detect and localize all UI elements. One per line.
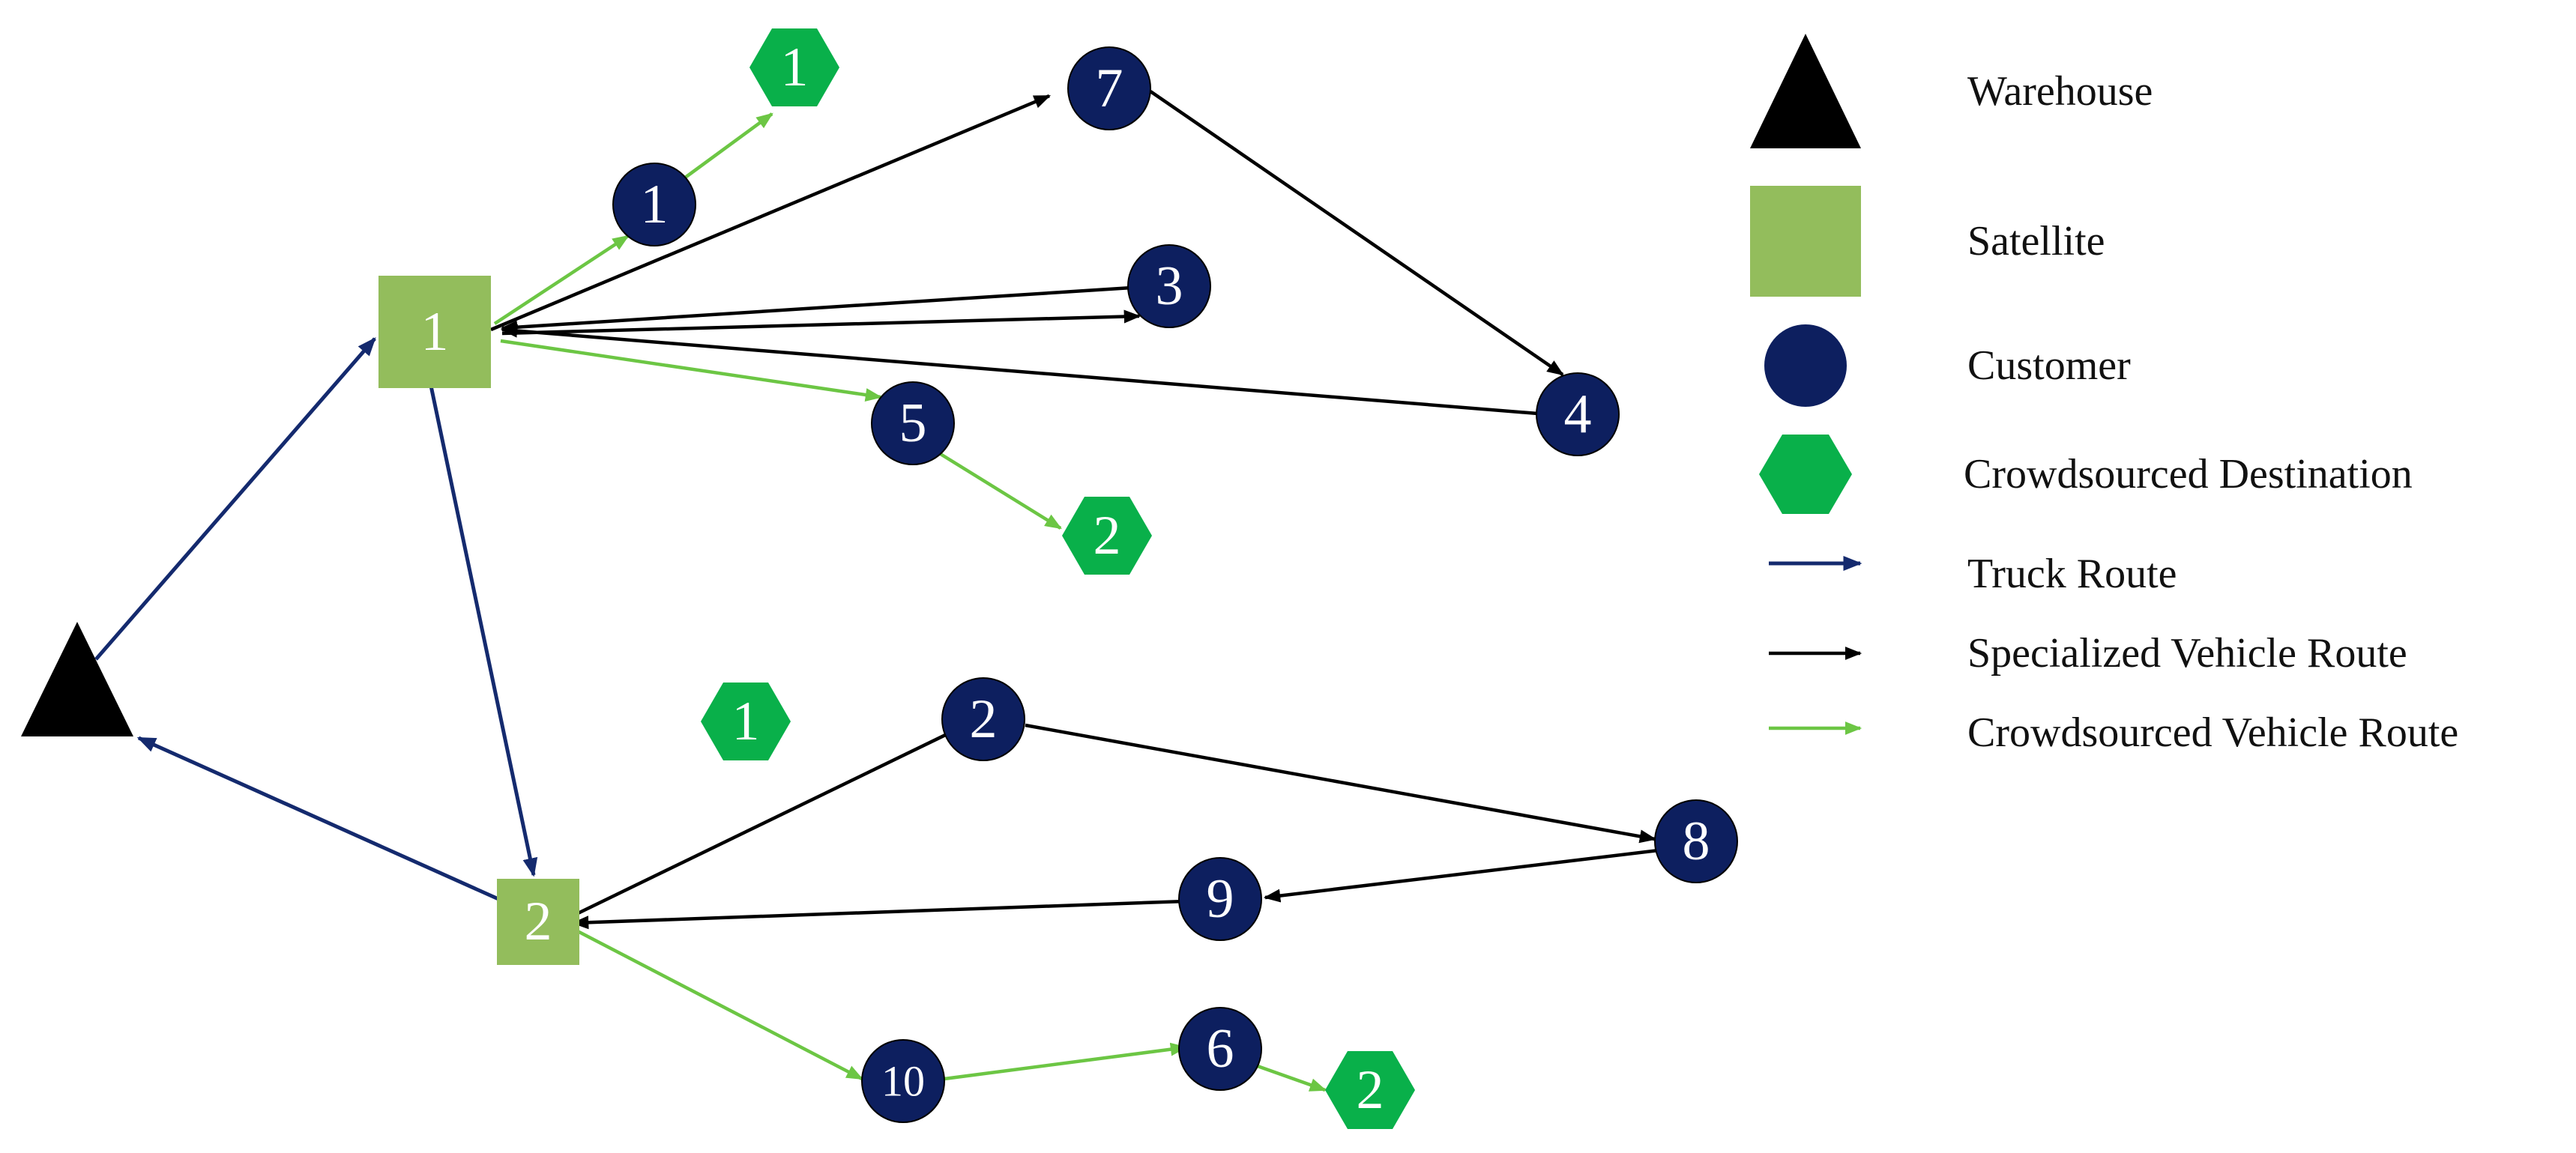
legend-label-satellite: Satellite xyxy=(1967,218,2105,264)
crowd-route-s1-to-c5 xyxy=(500,339,883,402)
spec-route-c9-to-s2 xyxy=(571,899,1186,930)
specialized-routes xyxy=(490,90,1659,930)
customer-node-9: 9 xyxy=(1178,857,1262,941)
crowd-destination-label-1-mid: 1 xyxy=(732,691,760,752)
spec-route-c3-to-s1 xyxy=(500,285,1132,334)
truck-route-warehouse-to-satellite-1 xyxy=(94,337,376,661)
satellite-node-2: 2 xyxy=(497,879,579,965)
spec-route-s1-to-c3 xyxy=(501,309,1141,336)
legend-label-crowdsourced-destination: Crowdsourced Destination xyxy=(1964,451,2413,497)
square-icon xyxy=(1750,186,1861,297)
warehouse-node xyxy=(21,622,133,736)
customer-label-5: 5 xyxy=(899,393,927,454)
legend-label-crowdsourced-route: Crowdsourced Vehicle Route xyxy=(1967,709,2458,756)
satellite-label-2: 2 xyxy=(525,891,552,952)
customer-node-6: 6 xyxy=(1178,1007,1262,1091)
customer-label-2: 2 xyxy=(970,689,998,750)
customer-node-1: 1 xyxy=(612,163,696,246)
customer-node-7: 7 xyxy=(1067,46,1151,130)
crowd-destination-label-2-lower: 2 xyxy=(1357,1059,1384,1121)
spec-route-c4-to-s1 xyxy=(500,324,1539,416)
crowdsourced-routes xyxy=(493,112,1327,1092)
crowd-destination-node-1-mid: 1 xyxy=(701,683,791,760)
customer-node-2: 2 xyxy=(941,677,1025,761)
crowd-destination-node-1-top: 1 xyxy=(749,28,839,106)
legend: Warehouse Satellite Customer Crowdsource… xyxy=(1750,34,2458,756)
customer-node-10: 10 xyxy=(861,1039,945,1123)
crowd-route-c6-to-d2 xyxy=(1255,1063,1327,1092)
circle-icon xyxy=(1764,324,1847,407)
truck-route-satellite-1-to-satellite-2 xyxy=(429,385,538,877)
satellite-node-1: 1 xyxy=(378,276,491,388)
spec-route-c8-to-c9 xyxy=(1263,848,1659,903)
legend-label-specialized-route: Specialized Vehicle Route xyxy=(1967,630,2407,677)
legend-label-warehouse: Warehouse xyxy=(1967,68,2153,115)
crowd-route-c5-to-d2 xyxy=(935,450,1062,530)
crowd-route-s1-to-c1 xyxy=(493,234,630,325)
truck-route-satellite-2-to-warehouse xyxy=(136,736,500,901)
crowd-route-c10-to-c6 xyxy=(944,1042,1188,1081)
customer-node-4: 4 xyxy=(1536,372,1620,456)
legend-label-truck-route: Truck Route xyxy=(1967,551,2177,597)
hexagon-icon xyxy=(1759,435,1852,514)
satellite-label-1: 1 xyxy=(421,301,449,363)
customer-node-5: 5 xyxy=(871,381,955,465)
crowd-destination-node-2-lower: 2 xyxy=(1325,1051,1415,1129)
legend-label-customer: Customer xyxy=(1967,342,2131,389)
spec-route-s2-to-c2 xyxy=(573,724,965,918)
customer-label-3: 3 xyxy=(1156,255,1183,317)
crowd-route-s2-to-c10 xyxy=(572,927,863,1080)
crowd-destination-label-2-upper: 2 xyxy=(1094,505,1121,566)
customer-label-10: 10 xyxy=(881,1057,925,1106)
spec-route-c7-to-c4 xyxy=(1149,90,1564,376)
spec-route-c2-to-c8 xyxy=(1025,723,1657,844)
customer-label-9: 9 xyxy=(1207,868,1234,930)
crowd-destination-node-2-upper: 2 xyxy=(1062,497,1152,575)
customer-node-3: 3 xyxy=(1127,244,1211,328)
customer-label-7: 7 xyxy=(1096,58,1123,119)
customer-label-4: 4 xyxy=(1564,384,1592,445)
customer-node-8: 8 xyxy=(1654,799,1738,883)
customer-label-8: 8 xyxy=(1683,811,1710,872)
triangle-icon xyxy=(1750,34,1861,148)
customer-label-1: 1 xyxy=(641,174,669,235)
truck-routes xyxy=(94,337,538,901)
spec-route-s1-to-c7 xyxy=(490,94,1052,332)
crowd-destination-label-1-top: 1 xyxy=(781,37,809,98)
customer-label-6: 6 xyxy=(1207,1018,1234,1080)
crowd-route-c1-to-d1 xyxy=(681,112,773,181)
